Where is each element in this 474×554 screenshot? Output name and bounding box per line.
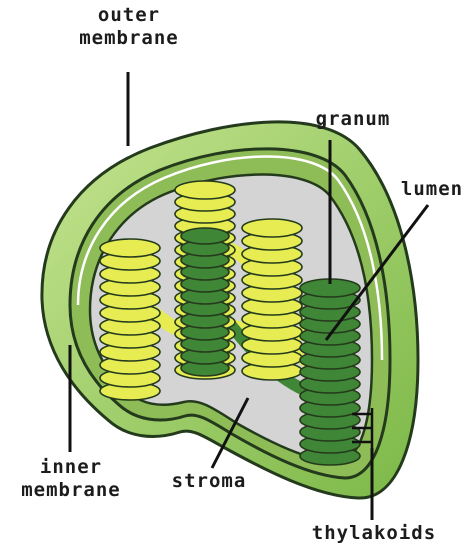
label-lumen: lumen [392,178,472,201]
label-granum: granum [308,108,398,131]
thylakoid-markers [352,408,372,448]
label-thylakoids: thylakoids [300,522,448,545]
label-outer-membrane: outer membrane [68,4,190,50]
label-stroma: stroma [164,470,254,493]
thylakoid-disc [100,239,160,257]
label-outer-membrane-line2: membrane [68,27,190,50]
label-inner-membrane-line2: membrane [10,479,132,502]
thylakoid-disc [175,181,235,199]
label-inner-membrane-line1: inner [10,456,132,479]
thylakoid-disc [242,219,302,237]
thylakoid-disc [181,228,229,244]
label-inner-membrane: inner membrane [10,456,132,502]
label-outer-membrane-line1: outer [68,4,190,27]
